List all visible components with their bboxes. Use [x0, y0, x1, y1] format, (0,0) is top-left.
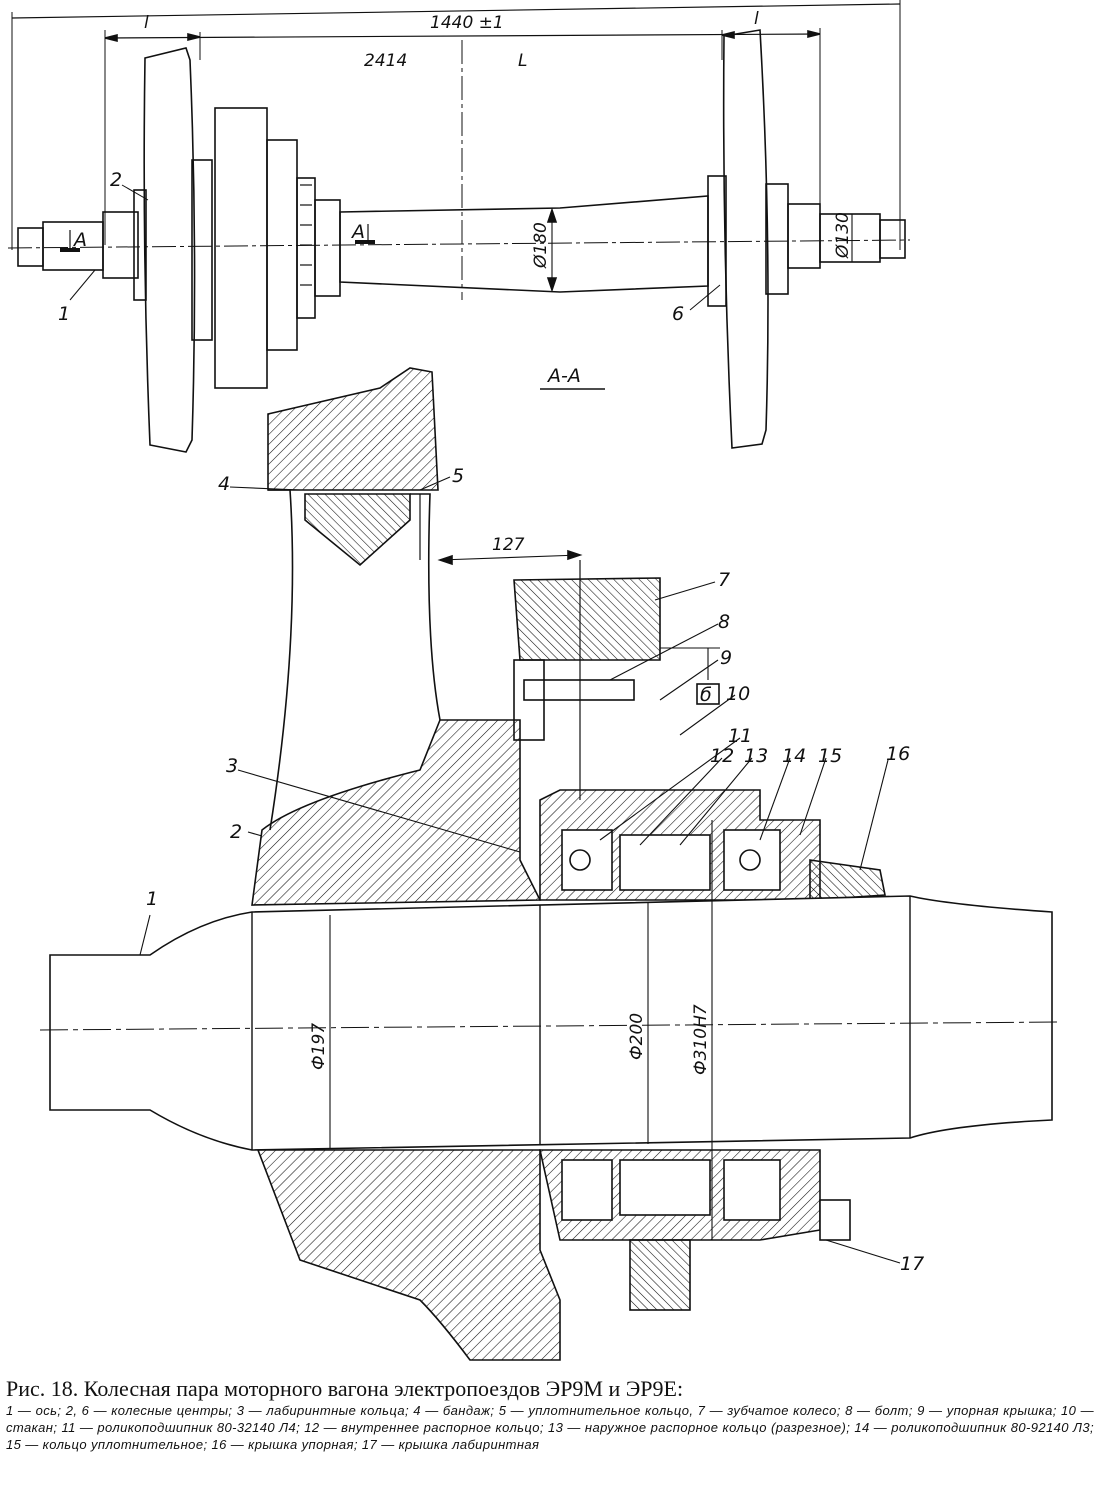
- gear-wheel: [214, 107, 268, 389]
- section-view-labels: 127 Ф197 Ф200 Ф310Н7 б 1 2 3 4 5 7 8 9 1…: [146, 465, 924, 1275]
- callout-2: 2: [230, 821, 242, 843]
- surface-mark-label: б: [700, 684, 712, 706]
- callout-1: 1: [146, 888, 158, 910]
- figure-caption: Рис. 18. Колесная пара моторного вагона …: [6, 1376, 1094, 1453]
- caption-title: Рис. 18. Колесная пара моторного вагона …: [6, 1376, 684, 1401]
- section-mark-left: А: [72, 229, 87, 251]
- wheelset-top-view: [7, 0, 911, 453]
- left-wheel: [143, 47, 196, 453]
- dim-d310: Ф310Н7: [691, 1004, 711, 1075]
- dim-total-length: 2414: [364, 51, 407, 71]
- axle-body: [339, 195, 709, 293]
- callout-13: 13: [744, 745, 768, 767]
- wheel-centre-section: [251, 719, 542, 906]
- gear-section: [513, 577, 661, 661]
- callout-15: 15: [818, 745, 842, 767]
- section-mark-right: А: [350, 221, 365, 243]
- dim-line-total: [11, 3, 901, 19]
- dim-journal-diameter: Ø130: [833, 212, 853, 259]
- section-centerline: [39, 1021, 1061, 1031]
- dim-d200: Ф200: [627, 1013, 647, 1060]
- axle-centerline: [7, 239, 911, 249]
- callout-14: 14: [782, 745, 806, 767]
- callout-8: 8: [718, 611, 730, 633]
- callout-9: 9: [720, 647, 732, 669]
- end-cap: [809, 859, 886, 901]
- callout-10: 10: [726, 683, 750, 705]
- dim-offset-127: 127: [492, 535, 525, 555]
- tyre-section: [267, 367, 439, 491]
- dim-gauge: 1440 ±1: [430, 13, 504, 33]
- caption-legend: 1 — ось; 2, 6 — колесные центры; 3 — лаб…: [6, 1403, 1094, 1452]
- right-wheel: [722, 29, 769, 449]
- dim-offset-left: l: [144, 13, 149, 33]
- spacer-12: [619, 834, 711, 891]
- dim-axle-diameter: Ø180: [531, 222, 551, 269]
- part-label-1-top: 1: [58, 303, 70, 325]
- section-title: А-А: [546, 365, 581, 387]
- callout-5: 5: [452, 465, 464, 487]
- callout-16: 16: [886, 743, 910, 765]
- right-journal: [879, 219, 906, 259]
- callout-12: 12: [710, 745, 734, 767]
- left-journal: [17, 227, 44, 267]
- axle-section: [49, 895, 1053, 1151]
- dim-d197: Ф197: [309, 1023, 329, 1070]
- callout-4: 4: [218, 473, 230, 495]
- top-view-labels: 1440 ±1 2414 L l l Ø180 Ø130 А А 1 2 6: [58, 9, 853, 325]
- dim-offset-right: l: [754, 9, 759, 29]
- surface-mark-box: [696, 683, 720, 705]
- section-view: [39, 367, 1061, 1361]
- callout-7: 7: [718, 569, 730, 591]
- callout-11: 11: [728, 725, 752, 747]
- dim-length-symbol: L: [518, 51, 527, 71]
- callout-3: 3: [226, 755, 238, 777]
- bearing-14: [723, 829, 781, 891]
- part-label-2-top: 2: [110, 169, 122, 191]
- part-label-6-top: 6: [672, 303, 684, 325]
- dim-line-gauge: [104, 33, 821, 39]
- callout-17: 17: [900, 1253, 924, 1275]
